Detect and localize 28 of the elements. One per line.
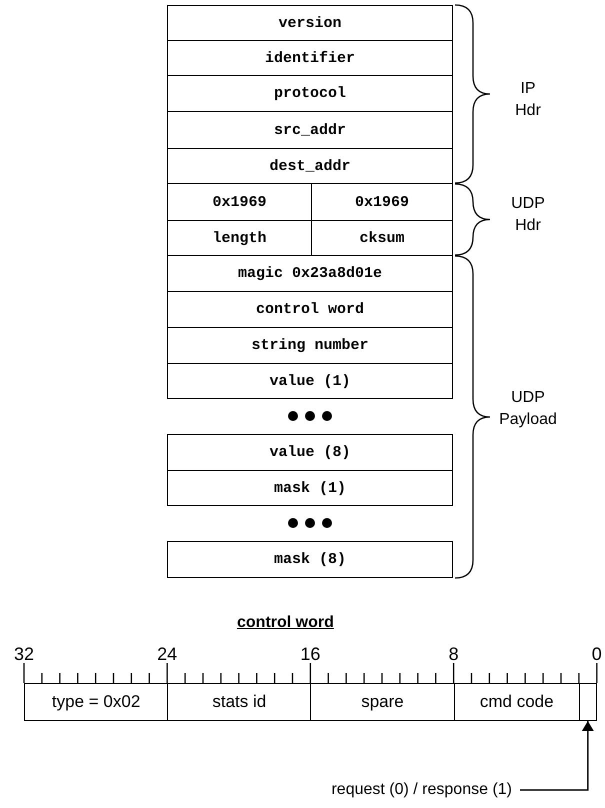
packet-field: version xyxy=(167,5,453,41)
packet-field: protocol xyxy=(167,75,453,112)
section-heading: control word xyxy=(237,613,334,633)
bit-number: 16 xyxy=(300,643,320,665)
packet-field: mask (1) xyxy=(167,470,453,506)
bit-field: stats id xyxy=(167,683,312,721)
packet-field: control word xyxy=(167,291,453,328)
packet-field: identifier xyxy=(167,40,453,76)
arrow xyxy=(520,721,594,791)
bit-number: 24 xyxy=(157,643,178,665)
packet-field: src_addr xyxy=(167,111,453,149)
bit-field xyxy=(578,683,597,721)
bit-number: 0 xyxy=(592,643,602,665)
packet-field: string number xyxy=(167,327,453,364)
bit-number: 8 xyxy=(448,643,459,665)
packet-field: value (8) xyxy=(167,434,453,471)
packet-field: dest_addr xyxy=(167,148,453,184)
bit-field: type = 0x02 xyxy=(24,683,168,721)
packet-field: magic 0x23a8d01e xyxy=(167,255,453,292)
bit-field: cmd code xyxy=(454,683,580,721)
bit-field: spare xyxy=(310,683,455,721)
bit-number: 32 xyxy=(14,643,34,665)
annotation-text: request (0) / response (1) xyxy=(331,778,512,802)
brace-label: IP Hdr xyxy=(514,79,542,121)
brace-label: UDP Payload xyxy=(498,388,558,430)
brace-label: UDP Hdr xyxy=(510,194,546,236)
packet-field: mask (8) xyxy=(167,541,453,578)
packet-field: value (1) xyxy=(167,363,453,399)
